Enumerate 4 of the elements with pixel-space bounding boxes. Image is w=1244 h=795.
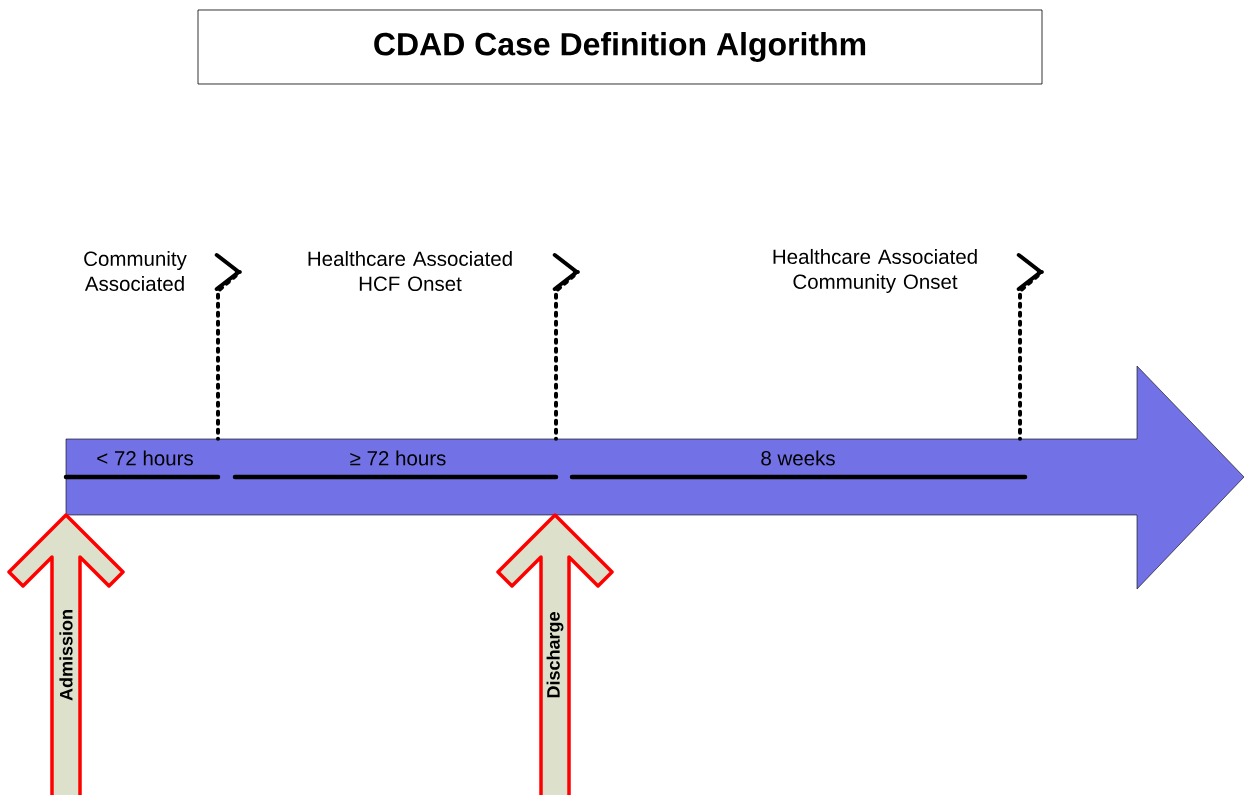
category-label: Healthcare Associated HCF Onset: [308, 250, 512, 291]
title-box: CDAD Case Definition Algorithm: [197, 9, 1043, 85]
category-label: Community Associated: [84, 250, 187, 291]
category-label: Healthcare Associated Community Onset: [773, 248, 977, 294]
